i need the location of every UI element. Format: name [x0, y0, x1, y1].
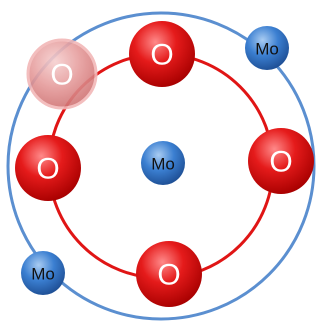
- oxygen-atom-top: O: [129, 21, 195, 87]
- oxygen-atom-bottom: O: [136, 241, 202, 307]
- molybdenum-label: Mo: [255, 40, 279, 59]
- oxygen-atom-left: O: [15, 135, 81, 201]
- oxygen-label: O: [36, 153, 59, 186]
- molybdenum-label: Mo: [31, 265, 55, 284]
- molybdenum-atom-top-right: Mo: [245, 26, 289, 70]
- oxygen-label: O: [269, 146, 292, 179]
- molybdenum-atom-bottom-left: Mo: [21, 251, 65, 295]
- molybdenum-atom-center: Mo: [141, 141, 185, 185]
- oxygen-atom-vacancy: O: [26, 38, 98, 110]
- oxygen-label: O: [150, 39, 173, 72]
- oxygen-label: O: [50, 59, 73, 92]
- molybdenum-label: Mo: [151, 155, 175, 174]
- oxygen-atom-right: O: [248, 128, 314, 194]
- oxygen-label: O: [157, 259, 180, 292]
- outer-ring: [6, 11, 316, 321]
